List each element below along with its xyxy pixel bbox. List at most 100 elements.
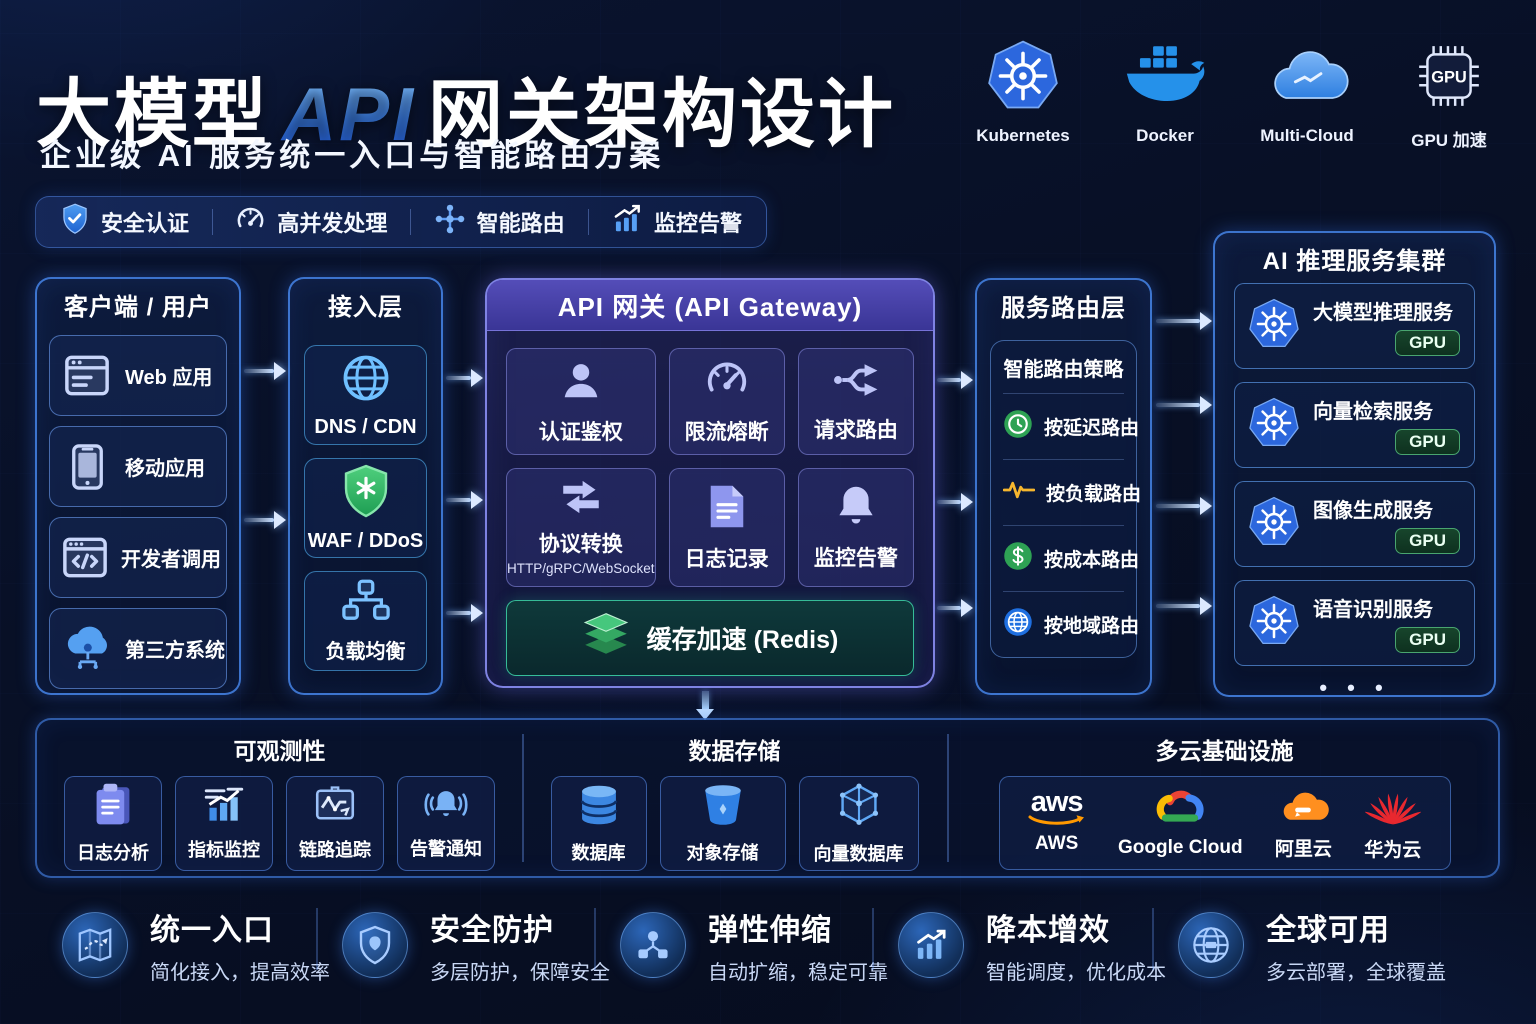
globe-icon <box>1178 912 1244 978</box>
gpu-badge: GPU <box>1395 429 1460 455</box>
routing-policy-label: 按地域路由 <box>1044 616 1140 637</box>
client-item-developer: 开发者调用 <box>49 517 227 598</box>
pulse-icon <box>1002 478 1036 508</box>
storage-items: 数据库 对象存储 向量数据库 <box>522 776 947 871</box>
routing-policy-cost: 按成本路由 <box>1003 526 1139 592</box>
benefit-desc: 自动扩缩，稳定可靠 <box>708 962 888 984</box>
kubernetes-icon <box>985 34 1061 118</box>
tech-badge-kubernetes: Kubernetes <box>968 34 1078 151</box>
divider <box>947 734 949 862</box>
gpu-chip-icon: GPU <box>1413 34 1485 118</box>
api-gateway-body: 认证鉴权 限流熔断 请求路由 协议转换 HTTP/gRPC/WebSocket <box>487 331 933 676</box>
kubernetes-icon <box>1247 396 1301 455</box>
gateway-feature-ratelimit: 限流熔断 <box>668 348 785 455</box>
benefit-desc: 智能调度，优化成本 <box>986 962 1166 984</box>
tech-badge-label: Multi-Cloud <box>1260 126 1354 145</box>
obs-item-metrics: 指标监控 <box>175 776 273 871</box>
gpu-chip-text: GPU <box>1431 69 1467 87</box>
obs-item-tracing: 链路追踪 <box>286 776 384 871</box>
document-icon <box>707 483 747 535</box>
access-item-load-balancer: 负载均衡 <box>304 571 427 671</box>
divider <box>594 908 596 970</box>
storage-item-label: 向量数据库 <box>813 843 904 864</box>
user-icon <box>558 357 604 408</box>
benefit-elastic-scaling: 弹性伸缩自动扩缩，稳定可靠 <box>620 905 888 985</box>
flow-arrow <box>446 498 471 502</box>
globe-region-icon <box>1003 607 1033 643</box>
flow-arrow <box>937 378 961 382</box>
dollar-icon <box>1003 541 1033 577</box>
flow-arrow <box>446 611 471 615</box>
storage-item-database: 数据库 <box>550 776 647 871</box>
bell-icon <box>835 483 877 534</box>
routing-policy-label: 按成本路由 <box>1044 550 1140 571</box>
routing-policy-box: 智能路由策略 按延迟路由 按负载路由 按成本路由 按地域路由 <box>990 340 1141 658</box>
flow-arrow <box>1156 403 1200 407</box>
flow-arrow <box>1156 319 1200 323</box>
routing-policy-title: 智能路由策略 <box>1003 341 1124 394</box>
observability-section: 可观测性 日志分析 指标监控 链路追踪 告警通知 <box>37 720 522 876</box>
tech-badge-label: GPU 加速 <box>1411 131 1487 150</box>
tech-badge-label: Docker <box>1136 126 1194 145</box>
cloud-node-icon <box>62 626 112 671</box>
feature-label: 智能路由 <box>476 211 565 236</box>
title-part1: 大模型 <box>36 72 271 157</box>
obs-item-log-analysis: 日志分析 <box>64 776 162 871</box>
feature-item-concurrency: 高并发处理 <box>235 204 387 241</box>
benefit-title: 弹性伸缩 <box>708 914 832 947</box>
provider-aws: aws AWS <box>1028 785 1086 855</box>
swap-arrows-icon <box>560 479 602 520</box>
provider-label: Google Cloud <box>1118 836 1243 858</box>
observability-title: 可观测性 <box>233 738 326 764</box>
mobile-icon <box>62 443 112 491</box>
aws-wordmark: aws <box>1030 785 1084 818</box>
benefit-security: 安全防护多层防护，保障安全 <box>342 905 610 985</box>
benefit-title: 降本增效 <box>986 914 1110 947</box>
trace-icon <box>314 785 356 829</box>
access-layer-list: DNS / CDN WAF / DDoS 负载均衡 <box>290 323 441 671</box>
code-window-icon <box>62 536 108 579</box>
routing-policy-label: 按负载路由 <box>1046 484 1142 505</box>
shield-icon <box>342 912 408 978</box>
observability-items: 日志分析 指标监控 链路追踪 告警通知 <box>37 776 522 871</box>
tech-badge-docker: Docker <box>1110 34 1220 151</box>
benefit-title: 全球可用 <box>1266 914 1390 947</box>
clock-icon <box>1003 409 1033 445</box>
gateway-feature-label: 监控告警 <box>813 547 898 570</box>
globe-icon <box>340 352 392 409</box>
layers-icon <box>582 612 630 664</box>
flow-arrow <box>244 369 274 373</box>
client-item-label: Web 应用 <box>125 367 213 389</box>
more-services-ellipsis: • • • <box>1319 675 1390 700</box>
chart-up-icon <box>611 203 643 241</box>
divider <box>1152 908 1154 970</box>
vector-cube-icon <box>836 782 882 833</box>
map-route-icon <box>62 912 128 978</box>
gateway-feature-logging: 日志记录 <box>668 468 785 587</box>
multicloud-title: 多云基础设施 <box>1155 738 1294 764</box>
benefit-title: 统一入口 <box>150 914 274 947</box>
divider <box>316 908 318 970</box>
gateway-feature-label: 协议转换 <box>538 533 623 556</box>
storage-item-object-storage: 对象存储 <box>659 776 786 871</box>
provider-huawei-cloud: 华为云 <box>1364 785 1421 862</box>
ai-service-label: 语音识别服务 <box>1313 599 1433 621</box>
client-item-web: Web 应用 <box>49 335 227 416</box>
gauge-icon <box>235 204 266 241</box>
flow-arrow <box>937 500 961 504</box>
gateway-feature-sublabel: HTTP/gRPC/WebSocket <box>507 561 655 576</box>
access-layer-title: 接入层 <box>328 294 403 321</box>
page-subtitle: 企业级 AI 服务统一入口与智能路由方案 <box>40 138 665 173</box>
routing-policy-latency: 按延迟路由 <box>1003 394 1139 460</box>
chart-up-icon <box>898 912 964 978</box>
cloud-providers-box: aws AWS Google Cloud 阿里云 华为云 <box>998 776 1451 870</box>
api-gateway-title: API 网关 (API Gateway) <box>487 280 933 331</box>
access-item-label: WAF / DDoS <box>307 529 424 552</box>
access-item-dns-cdn: DNS / CDN <box>304 345 427 445</box>
